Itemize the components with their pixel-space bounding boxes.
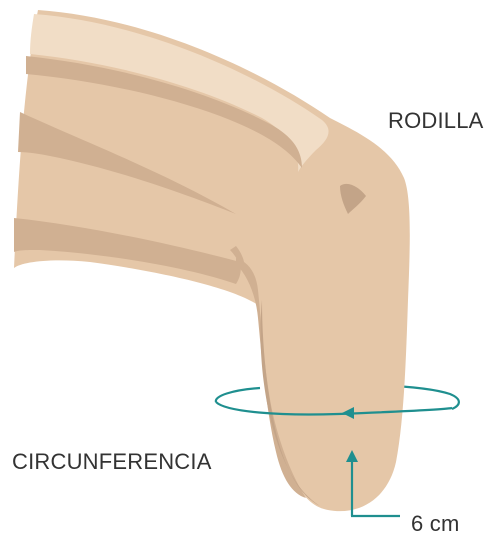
circumference-ring-back-left <box>216 388 260 402</box>
distance-label: 6 cm <box>411 513 459 535</box>
knee-label: RODILLA <box>388 110 484 132</box>
circumference-label: CIRCUNFERENCIA <box>12 451 212 473</box>
